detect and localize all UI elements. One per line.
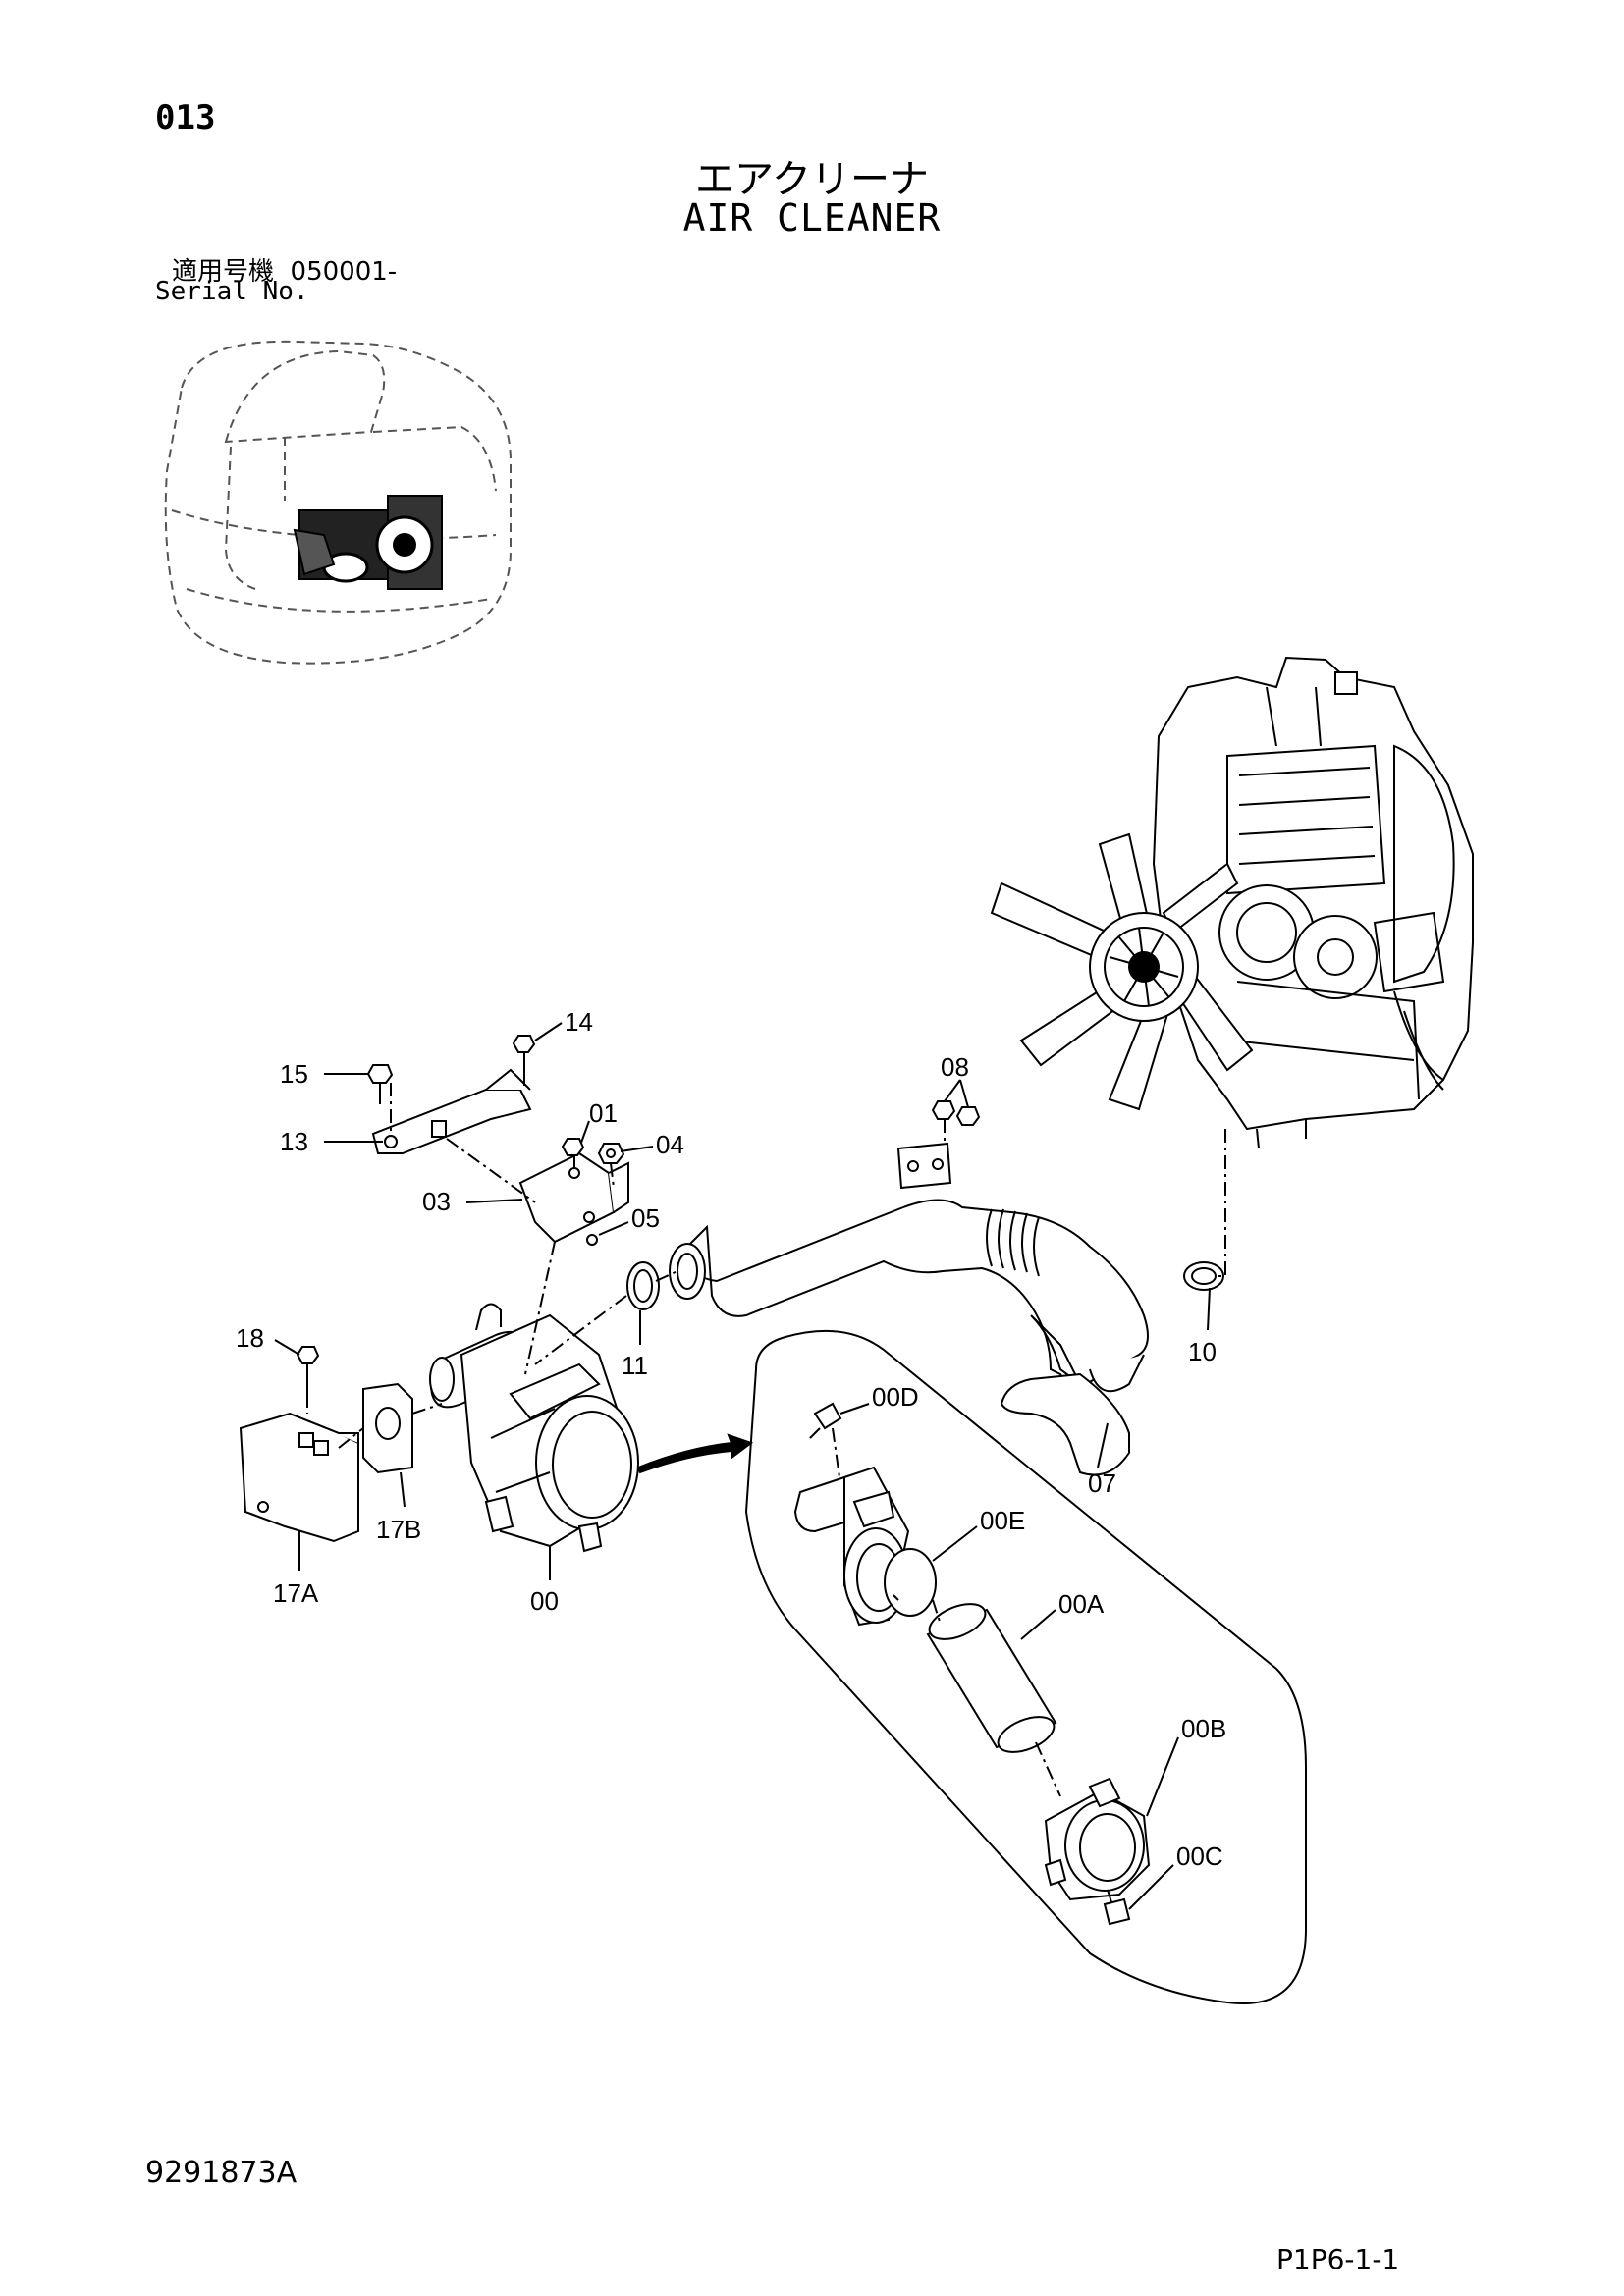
callout-08: 08: [941, 1052, 969, 1082]
cooling-fan: [990, 832, 1254, 1111]
document-number: 9291873A: [145, 2156, 298, 2190]
callout-18: 18: [236, 1323, 264, 1353]
plate-17B: [362, 1382, 413, 1474]
seal-ring-00E-icon: [884, 1548, 937, 1617]
page-title: AIR CLEANER: [682, 196, 942, 240]
bracket-17A: [239, 1412, 359, 1543]
callout-00E: 00E: [980, 1506, 1025, 1535]
bolt-08b-icon: [955, 1106, 981, 1126]
page-number: 013: [155, 98, 216, 137]
callout-00A: 00A: [1058, 1589, 1105, 1619]
serial-label: Serial No.: [155, 277, 309, 306]
callout-15: 15: [280, 1059, 308, 1089]
air-cleaner-assembly: [429, 1303, 639, 1553]
callout-11: 11: [622, 1351, 648, 1380]
callout-13: 13: [280, 1127, 308, 1156]
stay-03: [518, 1151, 629, 1244]
engine-assembly: [990, 656, 1474, 1149]
bolt-01-icon: [561, 1138, 585, 1156]
serial-applicability: 適用号機 050001-: [172, 251, 397, 288]
cap-00D-icon: [809, 1402, 842, 1439]
bracket-13: [371, 1068, 532, 1154]
hose-bracket: [896, 1142, 952, 1190]
callout-14: 14: [565, 1007, 593, 1037]
callout-17B: 17B: [376, 1515, 421, 1544]
page-code: P1P6-1-1: [1276, 2243, 1400, 2275]
detail-balloon: [636, 1329, 1307, 2004]
hose-clamp-10: [1183, 1261, 1224, 1291]
callout-04: 04: [656, 1130, 684, 1159]
cover-00B-icon: [1044, 1777, 1151, 1901]
bolt-08a-icon: [931, 1100, 956, 1120]
callout-03: 03: [422, 1187, 451, 1216]
callout-17A: 17A: [273, 1578, 319, 1608]
callout-00B: 00B: [1181, 1714, 1226, 1743]
callout-00C: 00C: [1176, 1842, 1223, 1871]
engine-thumbnail: [293, 495, 443, 590]
valve-00C-icon: [1103, 1897, 1131, 1926]
hose-clamp-11: [626, 1261, 660, 1310]
bolt-14-icon: [512, 1035, 536, 1072]
serial-label-japanese: 適用号機: [172, 257, 275, 287]
callout-01: 01: [589, 1098, 618, 1128]
air-cleaner-body-detail: [793, 1466, 910, 1627]
callout-00D: 00D: [872, 1382, 919, 1412]
nut-04-icon: [597, 1143, 625, 1164]
washer-05-icon: [586, 1234, 598, 1246]
bolt-18-icon: [296, 1346, 320, 1394]
callout-00: 00: [530, 1586, 559, 1616]
page-title-japanese: エアクリーナ: [695, 157, 929, 202]
callout-labels: 14 15 13 01 04 03 05 08 11 10 07 18 17A …: [236, 1007, 1226, 1871]
callout-07: 07: [1088, 1468, 1116, 1498]
callout-10: 10: [1188, 1337, 1217, 1366]
serial-value: 050001-: [290, 257, 398, 287]
bolt-15-icon: [366, 1064, 394, 1104]
filter-element-00A-icon: [926, 1603, 1057, 1753]
machine-location-thumbnail: [164, 340, 512, 665]
callout-05: 05: [631, 1203, 660, 1233]
leader-lines: [274, 1022, 1226, 1910]
intake-hose: [669, 1199, 1149, 1476]
